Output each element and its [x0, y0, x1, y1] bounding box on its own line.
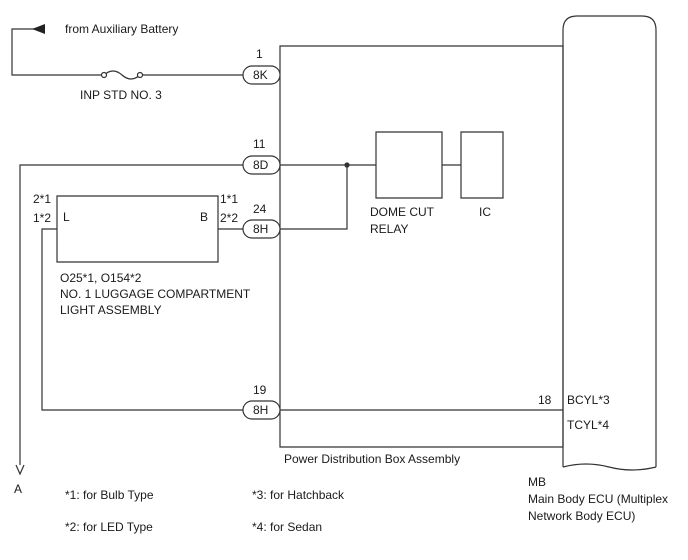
aux-battery-wire	[12, 29, 104, 75]
pin-19: 19	[253, 383, 267, 397]
ecu-code: MB	[528, 475, 546, 489]
fuse-symbol	[104, 71, 140, 79]
wire-8d	[20, 165, 243, 465]
power-distribution-box	[280, 46, 563, 447]
from-aux-label: from Auxiliary Battery	[65, 22, 178, 36]
connector-8d	[243, 156, 280, 174]
lamp-id: O25*1, O154*2	[60, 271, 142, 285]
conn-8h-b: 8H	[253, 403, 268, 417]
conn-8h-a: 8H	[253, 222, 268, 236]
fuse-label: INP STD NO. 3	[80, 88, 162, 102]
pin-24: 24	[253, 202, 267, 216]
lamp-pin-right-top: 1*1	[220, 192, 238, 206]
bcyl-label: BCYL*3	[567, 393, 610, 407]
lamp-pin-left-bottom: 1*2	[33, 211, 51, 225]
arrow-left-icon	[32, 24, 45, 34]
wire-lamp-ground	[42, 229, 243, 410]
ground-a-label: A	[14, 482, 22, 496]
connector-8h-24	[243, 220, 280, 238]
ecu-name-2: Network Body ECU)	[528, 509, 635, 523]
ic-label: IC	[479, 205, 491, 219]
ic-box	[461, 132, 503, 198]
note-2: *2: for LED Type	[65, 520, 153, 534]
dome-cut-label-1: DOME CUT	[370, 205, 435, 219]
dome-cut-relay-box	[376, 132, 442, 198]
connector-8k	[243, 66, 280, 84]
lamp-pin-left-top: 2*1	[33, 192, 51, 206]
dome-cut-label-2: RELAY	[370, 222, 408, 236]
connector-8h-19	[243, 401, 280, 419]
note-4: *4: for Sedan	[252, 520, 322, 534]
lamp-letter-l: L	[63, 210, 70, 224]
ecu-wavy-bottom	[563, 464, 656, 470]
lamp-name-1: NO. 1 LUGGAGE COMPARTMENT	[60, 287, 251, 301]
lamp-pin-right-bottom: 2*2	[220, 211, 238, 225]
conn-8k: 8K	[253, 68, 268, 82]
pin-11: 11	[253, 137, 266, 151]
ground-a-symbol	[16, 465, 24, 474]
main-body-ecu-box	[563, 16, 656, 467]
lamp-letter-b: B	[200, 210, 208, 224]
note-1: *1: for Bulb Type	[65, 488, 154, 502]
note-3: *3: for Hatchback	[252, 488, 345, 502]
luggage-light-box	[57, 196, 218, 262]
tcyl-label: TCYL*4	[567, 418, 609, 432]
conn-8d: 8D	[253, 158, 269, 172]
lamp-name-2: LIGHT ASSEMBLY	[60, 303, 162, 317]
ecu-pin-18: 18	[538, 393, 552, 407]
pdb-label: Power Distribution Box Assembly	[284, 452, 460, 466]
pin-1: 1	[256, 47, 263, 61]
ecu-name-1: Main Body ECU (Multiplex	[528, 492, 668, 506]
